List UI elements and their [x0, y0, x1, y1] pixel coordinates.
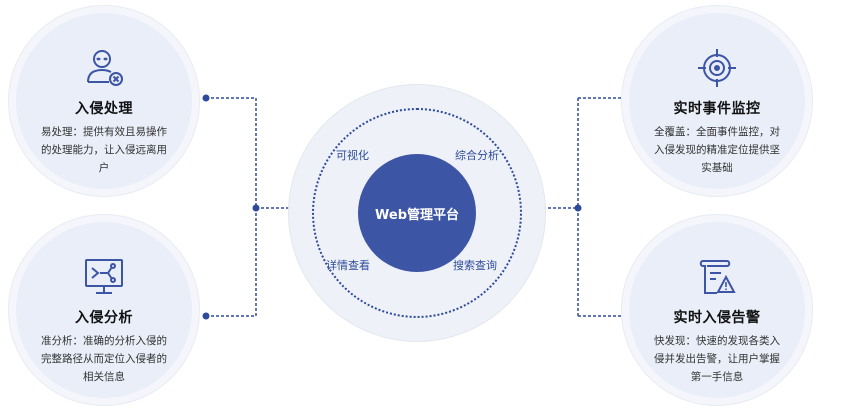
hub-label-visualization: 可视化 [336, 149, 369, 162]
feature-title: 入侵分析 [75, 310, 133, 326]
feature-description: 易处理：提供有效且易操作的处理能力，让入侵远离用户 [41, 126, 167, 174]
feature-description: 全覆盖：全面事件监控，对入侵发现的精准定位提供坚实基础 [654, 126, 780, 174]
connector-dot [252, 204, 260, 212]
connector-dot [574, 204, 582, 212]
monitor-analysis-icon [85, 259, 123, 294]
hub-dotted-ring [312, 108, 522, 318]
document-warning-icon [699, 260, 736, 294]
feature-title: 入侵处理 [75, 101, 133, 117]
feature-title: 实时事件监控 [673, 101, 761, 117]
hub-label-search: 搜索查询 [453, 259, 497, 272]
feature-description: 快发现：快速的发现各类入侵并发出告警，让用户掌握第一手信息 [654, 335, 780, 383]
feature-realtime-alert: 实时入侵告警 快发现：快速的发现各类入侵并发出告警，让用户掌握第一手信息 [629, 222, 805, 398]
connector-dot [202, 312, 210, 320]
user-alert-icon [87, 50, 123, 86]
feature-intrusion-handling: 入侵处理 易处理：提供有效且易操作的处理能力，让入侵远离用户 [16, 13, 192, 189]
hub-label-details: 详情查看 [326, 259, 370, 272]
target-icon [698, 49, 736, 87]
feature-description: 准分析：准确的分析入侵的完整路径从而定位入侵者的相关信息 [41, 335, 167, 383]
hub-label-analysis: 综合分析 [455, 149, 499, 162]
connector-dot [202, 94, 210, 102]
feature-realtime-monitoring: 实时事件监控 全覆盖：全面事件监控，对入侵发现的精准定位提供坚实基础 [629, 13, 805, 189]
hub-core: Web管理平台 [358, 154, 476, 272]
feature-title: 实时入侵告警 [673, 310, 761, 326]
feature-intrusion-analysis: 入侵分析 准分析：准确的分析入侵的完整路径从而定位入侵者的相关信息 [16, 222, 192, 398]
hub-title: Web管理平台 [375, 207, 459, 223]
